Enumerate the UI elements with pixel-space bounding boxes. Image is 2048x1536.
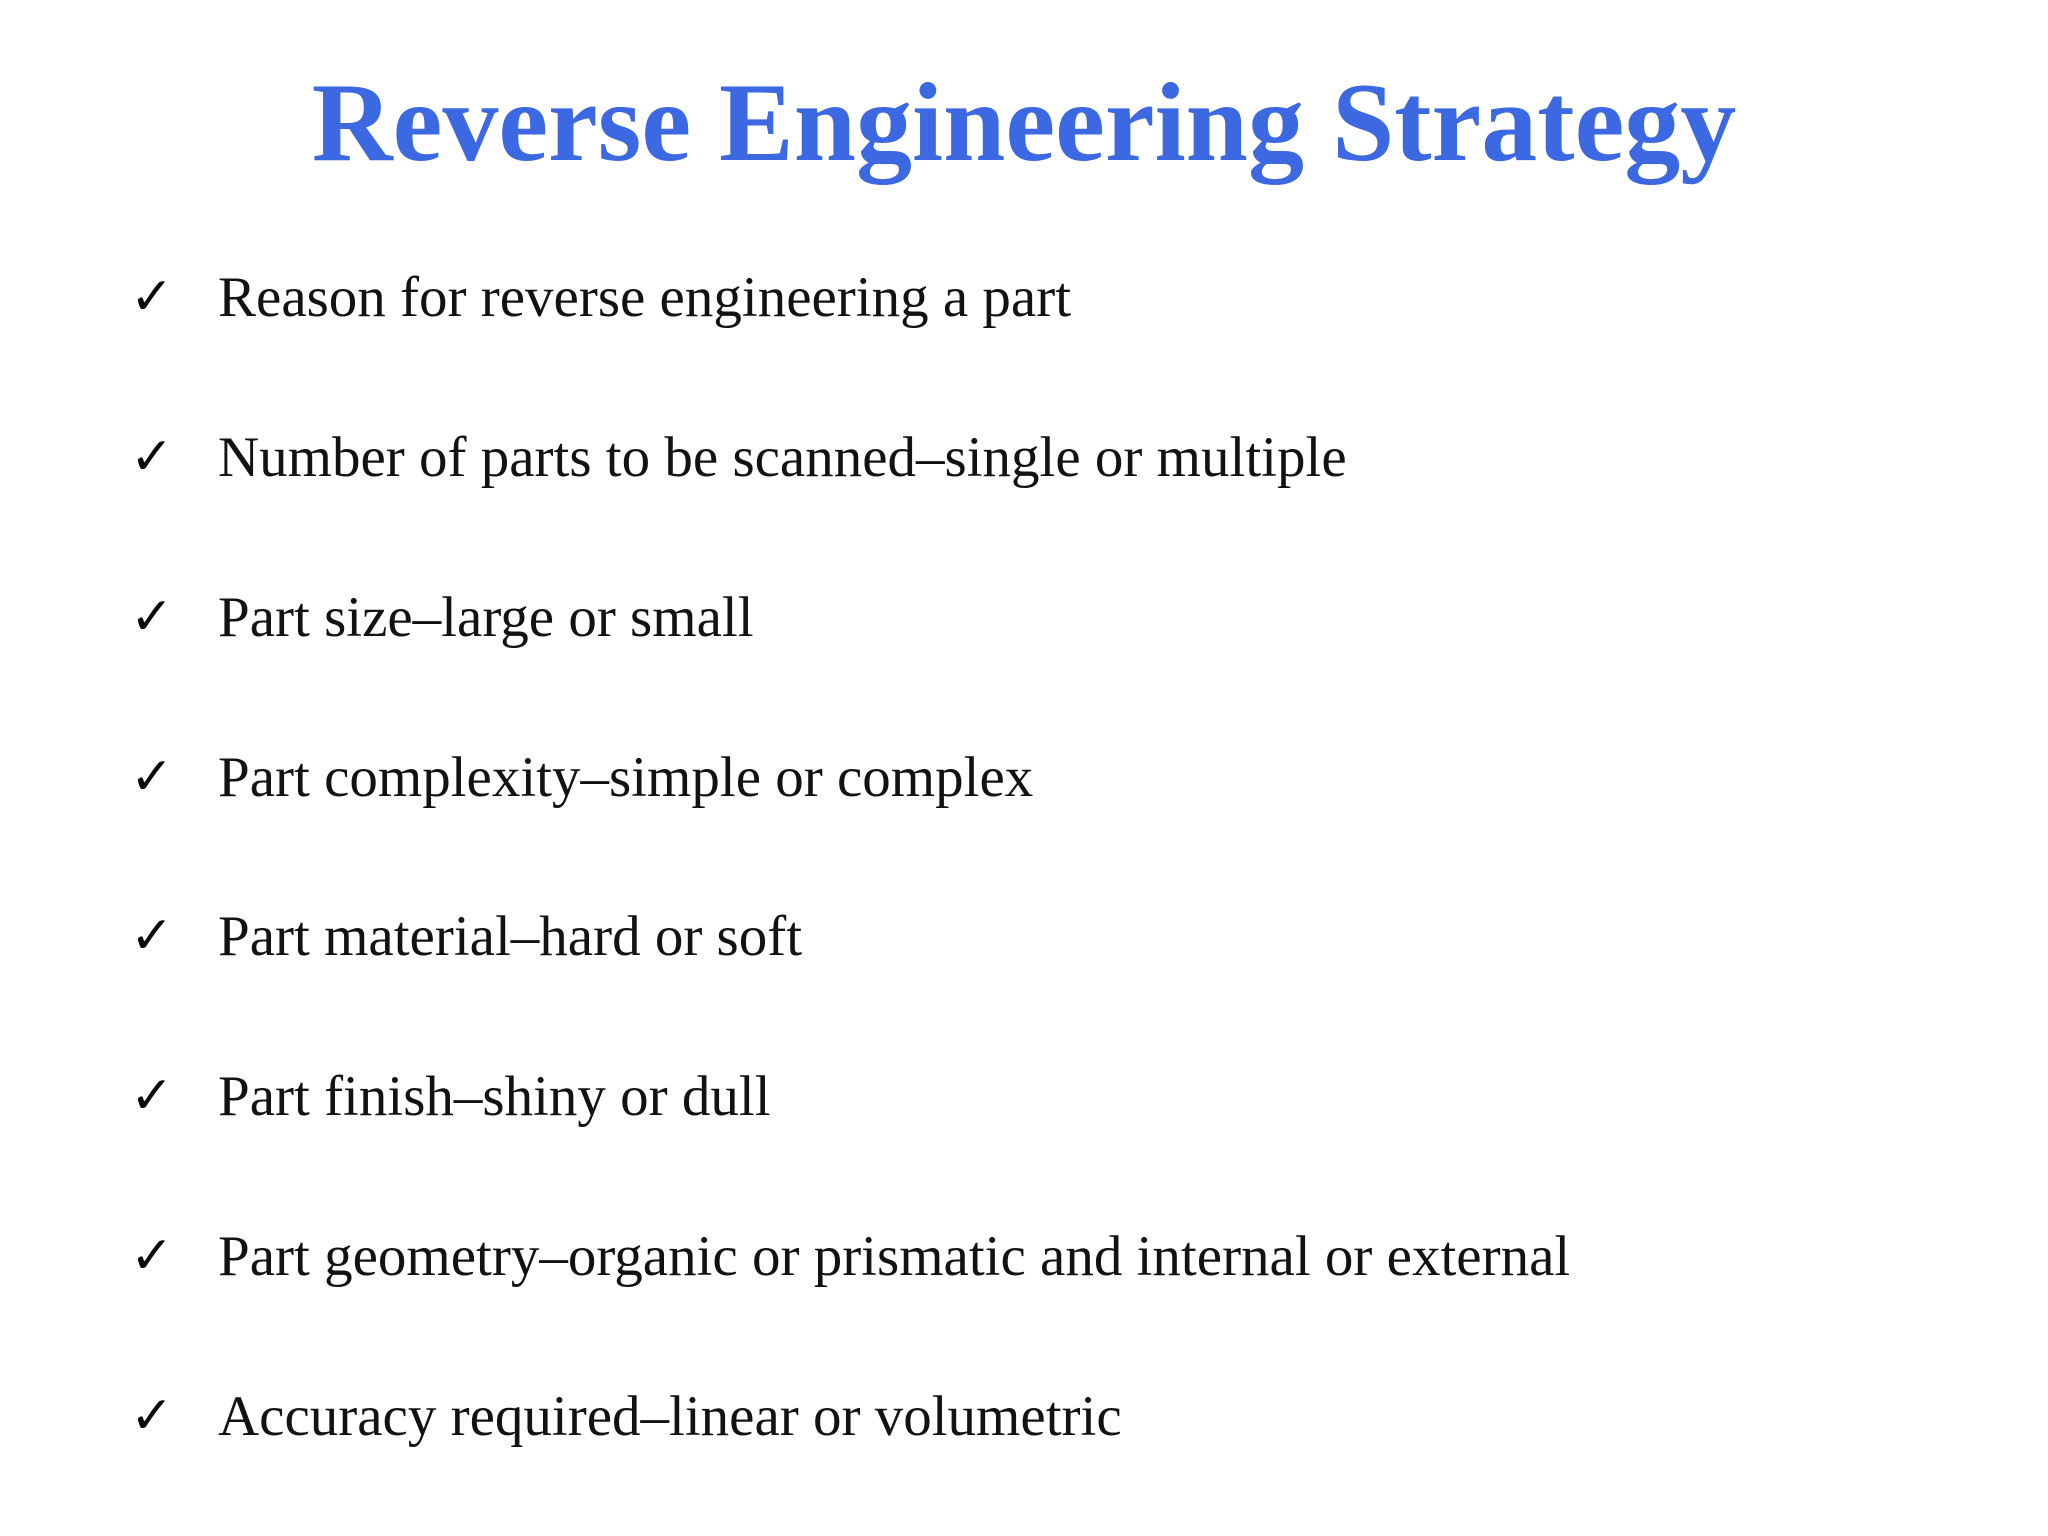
checklist-item: ✓ Number of parts to be scanned–single o…	[130, 425, 1988, 489]
checklist-item-label: Part material–hard or soft	[218, 905, 803, 969]
check-icon: ✓	[130, 906, 174, 967]
checklist-item-label: Number of parts to be scanned–single or …	[218, 425, 1347, 489]
check-icon: ✓	[130, 586, 174, 647]
checklist-item: ✓ Accuracy required–linear or volumetric	[130, 1387, 1988, 1447]
checklist-item: ✓ Part material–hard or soft	[130, 907, 1988, 967]
checklist-item-label: Part complexity–simple or complex	[218, 745, 1034, 809]
check-icon: ✓	[130, 267, 174, 327]
checklist: ✓ Reason for reverse engineering a part …	[130, 268, 1988, 1447]
checklist-item-label: Accuracy required–linear or volumetric	[218, 1384, 1122, 1448]
checklist-item: ✓ Part finish–shiny or dull	[130, 1067, 1988, 1127]
check-icon: ✓	[130, 746, 174, 807]
checklist-item-label: Part finish–shiny or dull	[218, 1065, 771, 1129]
check-icon: ✓	[130, 426, 174, 487]
checklist-item: ✓ Part complexity–simple or complex	[130, 745, 1988, 809]
page-title: Reverse Engineering Strategy	[311, 61, 1737, 185]
checklist-item-label: Reason for reverse engineering a part	[218, 266, 1072, 329]
checklist-item-label: Part geometry–organic or prismatic and i…	[218, 1225, 1571, 1289]
checklist-item-label: Part size–large or small	[218, 585, 754, 649]
checklist-item: ✓ Part size–large or small	[130, 585, 1988, 649]
check-icon: ✓	[130, 1226, 174, 1287]
checklist-item: ✓ Part geometry–organic or prismatic and…	[130, 1227, 1988, 1287]
checklist-item: ✓ Reason for reverse engineering a part	[130, 268, 1988, 328]
check-icon: ✓	[130, 1066, 174, 1127]
check-icon: ✓	[130, 1385, 174, 1446]
